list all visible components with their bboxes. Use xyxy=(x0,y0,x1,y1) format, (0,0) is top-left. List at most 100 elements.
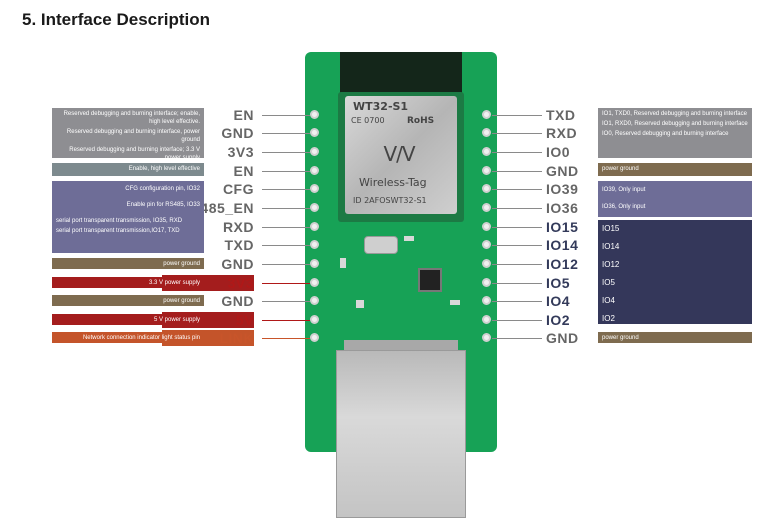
pin-label-right: IO12 xyxy=(546,256,579,272)
pin-label-right: GND xyxy=(546,163,579,179)
pin-label-left: EN xyxy=(233,163,254,179)
header-pin xyxy=(482,128,491,137)
module-ce-mark: CE 0700 xyxy=(351,116,385,125)
pin-label-left: 485_EN xyxy=(200,200,254,216)
leader-line xyxy=(492,301,542,302)
desc-text: IO36, Only input xyxy=(602,204,646,210)
desc-text: power ground xyxy=(602,166,639,172)
pin-label-right: IO36 xyxy=(546,200,579,216)
desc-text: IO1, TXD0, Reserved debugging and burnin… xyxy=(602,111,747,117)
leader-line xyxy=(492,283,542,284)
leader-line xyxy=(262,301,310,302)
desc-text: Reserved debugging and burning interface… xyxy=(69,147,200,158)
ic-chip xyxy=(418,268,442,292)
antenna-area xyxy=(340,52,462,94)
leader-line xyxy=(262,227,310,228)
header-pin xyxy=(310,184,319,193)
desc-text: 5 V power supply xyxy=(153,317,200,323)
header-pin xyxy=(482,259,491,268)
leader-line xyxy=(492,320,542,321)
leader-line xyxy=(262,133,310,134)
leader-line xyxy=(492,189,542,190)
desc-text: IO39, Only input xyxy=(602,187,646,193)
header-pin xyxy=(310,259,319,268)
desc-text: serial port transparent transmission, IO… xyxy=(56,218,183,224)
module-shield: WT32-S1 CE 0700 RoHS V/V Wireless-Tag ID… xyxy=(345,96,457,214)
smd-component xyxy=(356,300,364,308)
pin-label-left: EN xyxy=(233,107,254,123)
leader-line xyxy=(492,338,542,339)
leader-line xyxy=(262,264,310,265)
leader-line xyxy=(492,133,542,134)
header-pin xyxy=(482,222,491,231)
io-list-item: IO15 xyxy=(602,224,620,233)
leader-line xyxy=(492,245,542,246)
header-pin xyxy=(310,333,319,342)
header-pin xyxy=(310,240,319,249)
smd-component xyxy=(450,300,460,305)
pin-label-right: TXD xyxy=(546,107,576,123)
crystal-oscillator xyxy=(364,236,398,254)
leader-line xyxy=(262,171,310,172)
desc-text: power ground xyxy=(602,335,639,341)
header-pin xyxy=(310,278,319,287)
header-pin xyxy=(482,296,491,305)
pin-label-right: IO5 xyxy=(546,275,571,291)
desc-text: Reserved debugging and burning interface… xyxy=(63,111,200,125)
pin-label-right: GND xyxy=(546,330,579,346)
pin-label-right: IO4 xyxy=(546,293,571,309)
header-pin xyxy=(310,147,319,156)
module-logo: V/V xyxy=(383,142,415,166)
leader-line xyxy=(492,208,542,209)
header-pin xyxy=(482,110,491,119)
header-pin xyxy=(310,110,319,119)
smd-component xyxy=(404,236,414,241)
pin-label-left: TXD xyxy=(224,237,254,253)
desc-box-gnd: power ground xyxy=(52,295,204,306)
desc-box-link: Network connection indicator light statu… xyxy=(52,332,204,343)
leader-line xyxy=(492,227,542,228)
module-rohs-mark: RoHS xyxy=(407,116,435,126)
io-list-item: IO5 xyxy=(602,278,615,287)
desc-text: IO1, RXD0, Reserved debugging and burnin… xyxy=(602,121,748,127)
leader-line xyxy=(492,152,542,153)
header-pin xyxy=(482,184,491,193)
header-pin xyxy=(310,296,319,305)
leader-line xyxy=(262,283,310,284)
pin-label-right: IO15 xyxy=(546,219,579,235)
desc-box-io-list: IO15 IO14 IO12 IO5 IO4 IO2 xyxy=(598,220,752,324)
leader-line xyxy=(262,320,310,321)
module-id: ID 2AFOSWT32-S1 xyxy=(353,196,427,205)
desc-text: CFG configuration pin, IO32 xyxy=(125,186,200,192)
desc-text: power ground xyxy=(163,261,200,267)
desc-box-cfg: CFG configuration pin, IO32 Enable pin f… xyxy=(52,181,204,253)
header-pin xyxy=(310,203,319,212)
header-pin xyxy=(482,147,491,156)
desc-text: 3.3 V power supply xyxy=(148,280,200,286)
header-pin xyxy=(482,315,491,324)
pin-label-right: IO39 xyxy=(546,181,579,197)
desc-text: Enable, high level effective xyxy=(128,166,200,172)
header-pin xyxy=(310,128,319,137)
header-pin xyxy=(482,240,491,249)
section-heading: 5. Interface Description xyxy=(22,10,211,29)
pin-label-right: IO2 xyxy=(546,312,571,328)
leader-line xyxy=(262,208,310,209)
pin-label-left: 3V3 xyxy=(227,144,254,160)
rj45-ethernet-jack xyxy=(336,350,466,518)
pin-label-left: GND xyxy=(221,293,254,309)
header-pin xyxy=(482,166,491,175)
io-list-item: IO14 xyxy=(602,242,620,251)
header-pin xyxy=(310,222,319,231)
module-brand: Wireless-Tag xyxy=(359,176,427,189)
leader-line xyxy=(262,152,310,153)
desc-box-debug-right: IO1, TXD0, Reserved debugging and burnin… xyxy=(598,108,752,158)
leader-line xyxy=(492,115,542,116)
desc-box-5v: 5 V power supply xyxy=(52,314,204,325)
leader-line xyxy=(262,338,310,339)
desc-box-gnd-right: power ground xyxy=(598,163,752,176)
desc-box-3v3: 3.3 V power supply xyxy=(52,277,204,288)
smd-component xyxy=(340,258,346,268)
desc-box-enable: Enable, high level effective xyxy=(52,163,204,176)
desc-text: Enable pin for RS485, IO33 xyxy=(126,202,200,208)
